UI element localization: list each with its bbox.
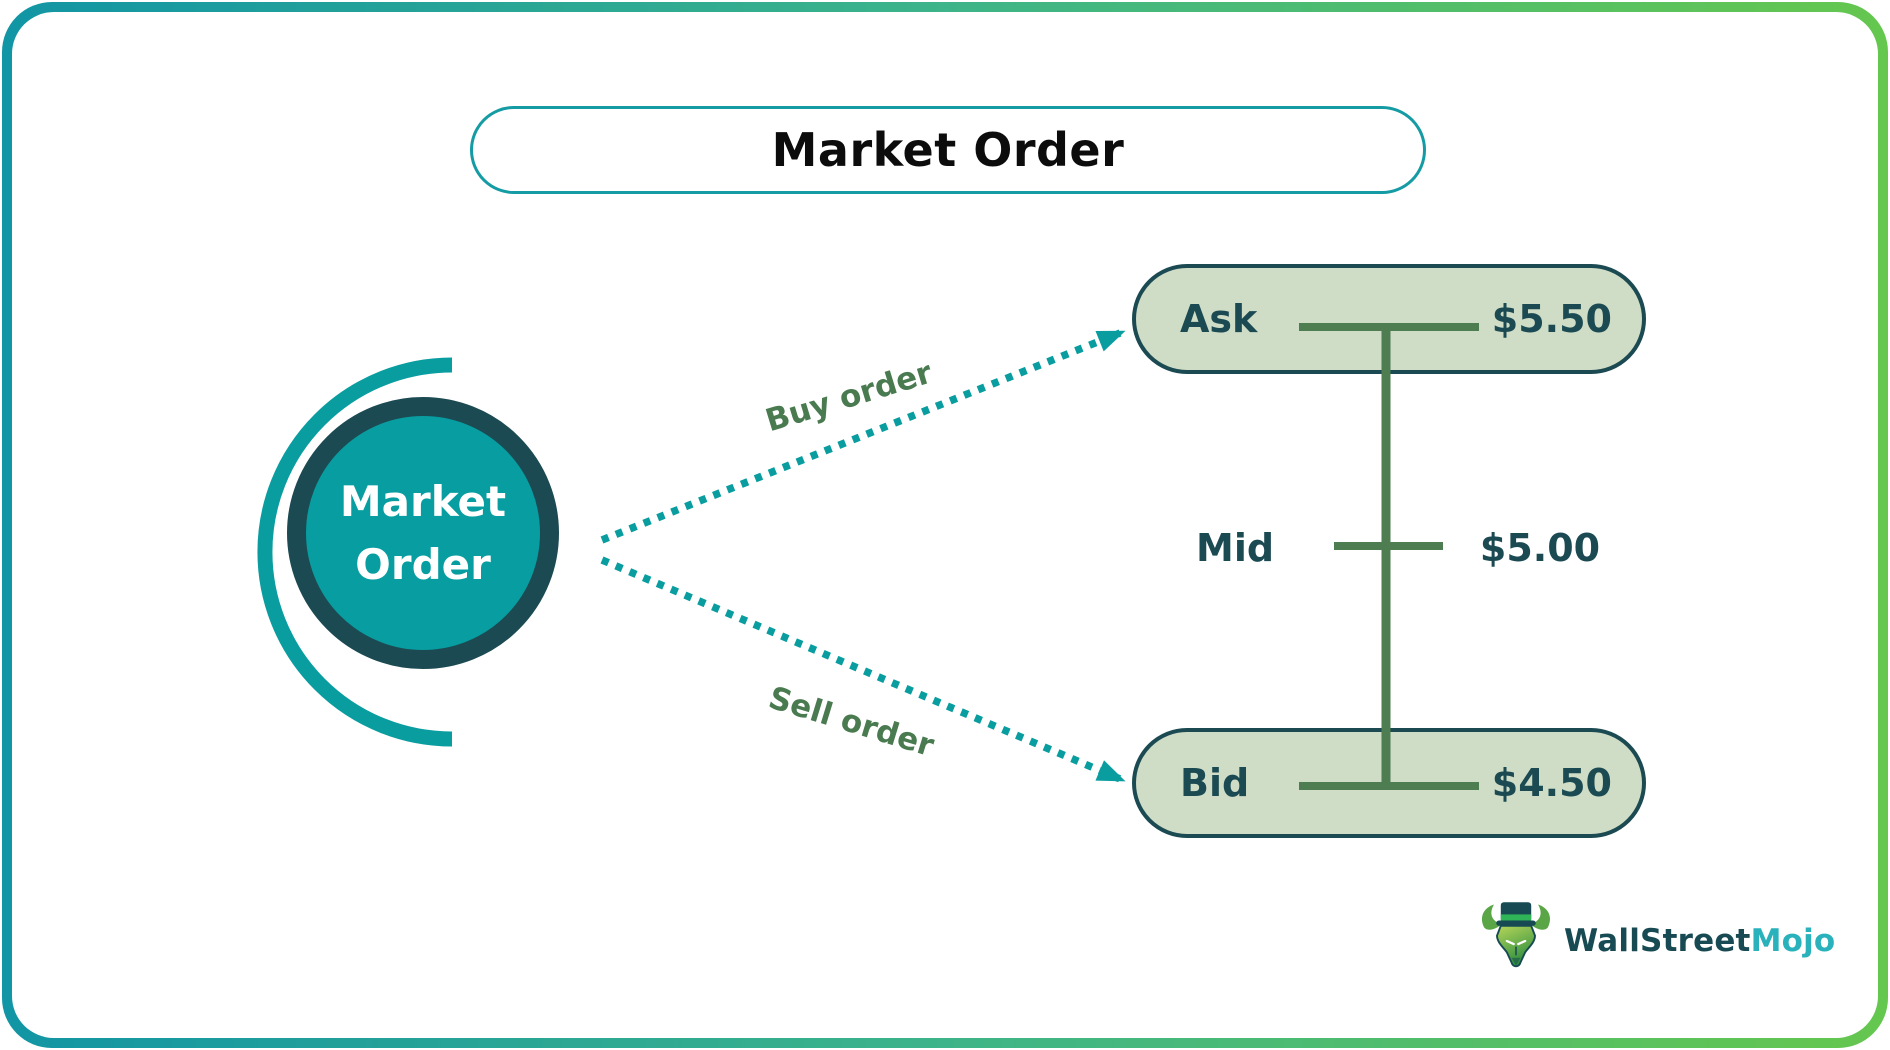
ask-price: $5.50 — [1491, 297, 1612, 341]
logo-wordmark: WallStreetMojo — [1564, 923, 1835, 959]
logo-text-wallstreet: WallStreet — [1564, 923, 1751, 959]
circle-label-line2: Order — [355, 540, 491, 589]
bid-label: Bid — [1180, 761, 1250, 805]
bull-mascot-icon — [1481, 902, 1551, 968]
circle-label-line1: Market — [339, 477, 507, 526]
market-order-circle: Market Order — [287, 397, 559, 669]
ask-price-box: Ask $5.50 — [1132, 264, 1646, 374]
mid-price: $5.00 — [1479, 526, 1601, 570]
logo-text-mojo: Mojo — [1750, 923, 1836, 959]
ask-label: Ask — [1180, 297, 1258, 341]
title-box: Market Order — [470, 106, 1426, 194]
bid-price: $4.50 — [1491, 761, 1612, 805]
wallstreetmojo-logo: WallStreetMojo — [1478, 901, 1835, 981]
mid-label: Mid — [1196, 526, 1275, 570]
bid-price-box: Bid $4.50 — [1132, 728, 1646, 838]
page-title: Market Order — [771, 123, 1125, 177]
